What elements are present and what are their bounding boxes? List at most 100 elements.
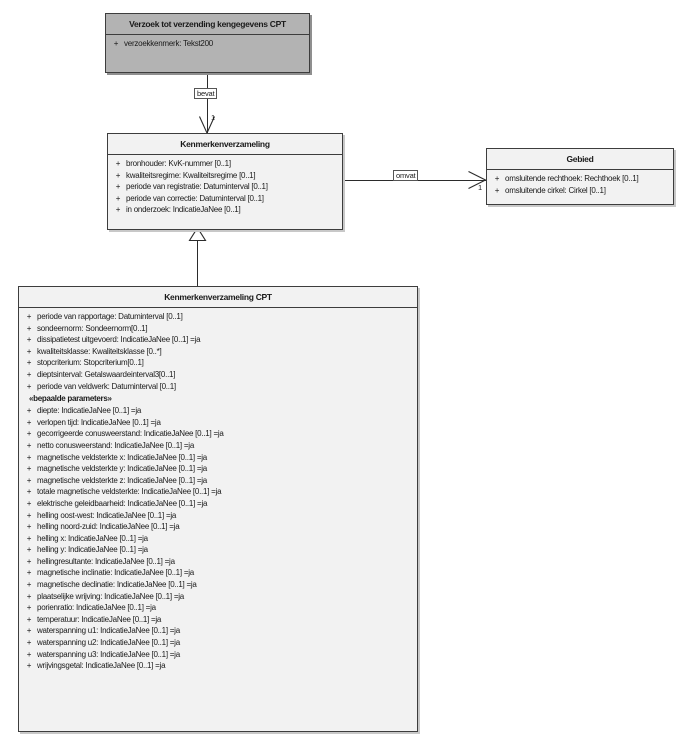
visibility-marker: +	[26, 568, 32, 578]
visibility-marker: +	[494, 174, 500, 183]
attribute-text: waterspanning u3: IndicatieJaNee [0..1] …	[37, 649, 180, 659]
attribute-row: + diepte: IndicatieJaNee [0..1] =ja	[21, 405, 415, 417]
visibility-marker: +	[494, 185, 500, 195]
attribute-row: + dissipatietest uitgevoerd: IndicatieJaN…	[21, 334, 415, 346]
class-attributes-verzoek: + verzoekkenmerk: Tekst200	[106, 35, 309, 54]
visibility-marker: +	[26, 510, 32, 520]
attribute-row: + in onderzoek: IndicatieJaNee [0..1]	[110, 204, 340, 216]
attribute-text: diepte: IndicatieJaNee [0..1] =ja	[37, 406, 142, 416]
attribute-row: + waterspanning u1: IndicatieJaNee [0..1]…	[21, 625, 415, 637]
visibility-marker: +	[26, 626, 32, 636]
attribute-row: +waterspanning u2: IndicatieJaNee [0..1]…	[21, 637, 415, 649]
visibility-marker: +	[113, 39, 119, 48]
attribute-row: + kwaliteitsklasse: Kwaliteitsklasse [0..…	[21, 346, 415, 358]
visibility-marker: +	[26, 556, 32, 566]
association-label-omvat: omvat	[393, 170, 419, 181]
attribute-row: +periode van rapportage: Datuminterval […	[21, 311, 415, 323]
attribute-text: hellingresultante: IndicatieJaNee [0..1]…	[37, 556, 175, 566]
attribute-text: magnetische declinatie: IndicatieJaNee […	[37, 580, 197, 590]
attribute-row: + dieptsinterval: Getalswaardeinterval3[0…	[21, 369, 415, 381]
generalization-line	[197, 240, 198, 286]
attribute-text: kwaliteitsklasse: Kwaliteitsklasse [0..*…	[37, 346, 162, 356]
class-title-gebied: Gebied	[487, 149, 673, 170]
generalization-triangle-icon	[188, 226, 207, 242]
association-multiplicity-omvat: 1	[478, 183, 483, 192]
attribute-text: netto conusweerstand: IndicatieJaNee [0.…	[37, 440, 195, 450]
class-title-kenmerkenverzameling: Kenmerkenverzameling	[108, 134, 342, 155]
visibility-marker: +	[115, 182, 121, 192]
attribute-text: plaatselijke wrijving: IndicatieJaNee [0…	[37, 591, 184, 601]
class-attributes-gebied: + omsluitende rechthoek: Rechthoek [0..1…	[487, 170, 673, 200]
visibility-marker: +	[26, 487, 32, 497]
attribute-row: + bronhouder: KvK-nummer [0..1]	[110, 158, 340, 170]
class-attributes-kenmerkenverzameling: + bronhouder: KvK-nummer [0..1] + kwalit…	[108, 155, 342, 220]
attribute-text: helling y: IndicatieJaNee [0..1] =ja	[37, 545, 148, 555]
attribute-text: helling x: IndicatieJaNee [0..1] =ja	[37, 533, 148, 543]
visibility-marker: +	[26, 661, 32, 671]
attribute-text: periode van correctie: Datuminterval [0.…	[126, 193, 264, 203]
attribute-row: +porienratio: IndicatieJaNee [0..1] =ja	[21, 602, 415, 614]
attribute-row: + omsluitende cirkel: Cirkel [0..1]	[489, 185, 671, 197]
attribute-row: + magnetische inclinatie: IndicatieJaNee …	[21, 567, 415, 579]
visibility-marker: +	[115, 193, 121, 203]
attribute-row: + sondeernorm: Sondeernorm[0..1]	[21, 323, 415, 335]
visibility-marker: +	[26, 417, 32, 427]
attribute-row: + periode van registratie: Datuminterval…	[110, 181, 340, 193]
class-box-kenmerkenverzameling[interactable]: Kenmerkenverzameling + bronhouder: KvK-n…	[107, 133, 343, 230]
arrowhead-omvat	[468, 171, 487, 189]
attribute-text: dissipatietest uitgevoerd: IndicatieJaNe…	[37, 335, 201, 345]
visibility-marker: +	[26, 614, 32, 624]
visibility-marker: +	[26, 533, 32, 543]
stereotype-row: «bepaalde parameters»	[29, 394, 112, 404]
attribute-text: waterspanning u1: IndicatieJaNee [0..1] …	[37, 626, 180, 636]
attribute-text: helling oost-west: IndicatieJaNee [0..1]…	[37, 510, 177, 520]
visibility-marker: +	[26, 475, 32, 485]
attribute-row: + helling x: IndicatieJaNee [0..1] =ja	[21, 533, 415, 545]
class-box-gebied[interactable]: Gebied + omsluitende rechthoek: Rechthoe…	[486, 148, 674, 205]
visibility-marker: +	[26, 522, 32, 532]
visibility-marker: +	[26, 335, 32, 345]
class-attributes-kenmerkenverzameling-cpt: +periode van rapportage: Datuminterval […	[19, 308, 417, 676]
attribute-row: + totale magnetische veldsterkte: Indicat…	[21, 486, 415, 498]
attribute-row: + verzoekkenmerk: Tekst200	[108, 38, 307, 50]
attribute-row: +helling y: IndicatieJaNee [0..1] =ja	[21, 544, 415, 556]
attribute-text: magnetische veldsterkte z: IndicatieJaNe…	[37, 475, 207, 485]
visibility-marker: +	[115, 170, 121, 180]
attribute-row: + helling oost-west: IndicatieJaNee [0..1…	[21, 510, 415, 522]
visibility-marker: +	[26, 406, 32, 416]
attribute-row: + kwaliteitsregime: Kwaliteitsregime [0.…	[110, 170, 340, 182]
attribute-row: +helling noord-zuid: IndicatieJaNee [0..…	[21, 521, 415, 533]
attribute-text: bronhouder: KvK-nummer [0..1]	[126, 159, 231, 168]
visibility-marker: +	[26, 369, 32, 379]
attribute-text: waterspanning u2: IndicatieJaNee [0..1] …	[37, 638, 180, 648]
attribute-text: temperatuur: IndicatieJaNee [0..1] =ja	[37, 614, 162, 624]
visibility-marker: +	[26, 498, 32, 508]
attribute-text: magnetische inclinatie: IndicatieJaNee […	[37, 568, 194, 578]
visibility-marker: +	[26, 381, 32, 391]
visibility-marker: +	[26, 591, 32, 601]
attribute-text: dieptsinterval: Getalswaardeinterval3[0.…	[37, 369, 176, 379]
attribute-text: magnetische veldsterkte x: IndicatieJaNe…	[37, 452, 207, 462]
attribute-row: + magnetische veldsterkte z: IndicatieJaN…	[21, 475, 415, 487]
attribute-row: +magnetische veldsterkte x: IndicatieJaN…	[21, 452, 415, 464]
visibility-marker: +	[26, 323, 32, 333]
attribute-text: totale magnetische veldsterkte: Indicati…	[37, 487, 222, 497]
attribute-text: sondeernorm: Sondeernorm[0..1]	[37, 323, 148, 333]
attribute-text: stopcriterium: Stopcriterium[0..1]	[37, 358, 144, 368]
attribute-text: verzoekkenmerk: Tekst200	[124, 39, 214, 48]
visibility-marker: +	[115, 205, 121, 215]
class-box-kenmerkenverzameling-cpt[interactable]: Kenmerkenverzameling CPT +periode van ra…	[18, 286, 418, 732]
attribute-row: + periode van veldwerk: Datuminterval [0.…	[21, 381, 415, 393]
attribute-row: +gecorrigeerde conusweerstand: Indicatie…	[21, 428, 415, 440]
class-box-verzoek[interactable]: Verzoek tot verzending kengegevens CPT +…	[105, 13, 310, 73]
visibility-marker: +	[26, 346, 32, 356]
attribute-text: periode van veldwerk: Datuminterval [0..…	[37, 381, 176, 391]
attribute-row: + periode van correctie: Datuminterval […	[110, 193, 340, 205]
attribute-text: omsluitende rechthoek: Rechthoek [0..1]	[505, 174, 639, 183]
visibility-marker: +	[26, 358, 32, 368]
attribute-text: in onderzoek: IndicatieJaNee [0..1]	[126, 205, 241, 215]
attribute-text: omsluitende cirkel: Cirkel [0..1]	[505, 185, 606, 195]
attribute-row: +magnetische declinatie: IndicatieJaNee …	[21, 579, 415, 591]
visibility-marker: +	[26, 440, 32, 450]
